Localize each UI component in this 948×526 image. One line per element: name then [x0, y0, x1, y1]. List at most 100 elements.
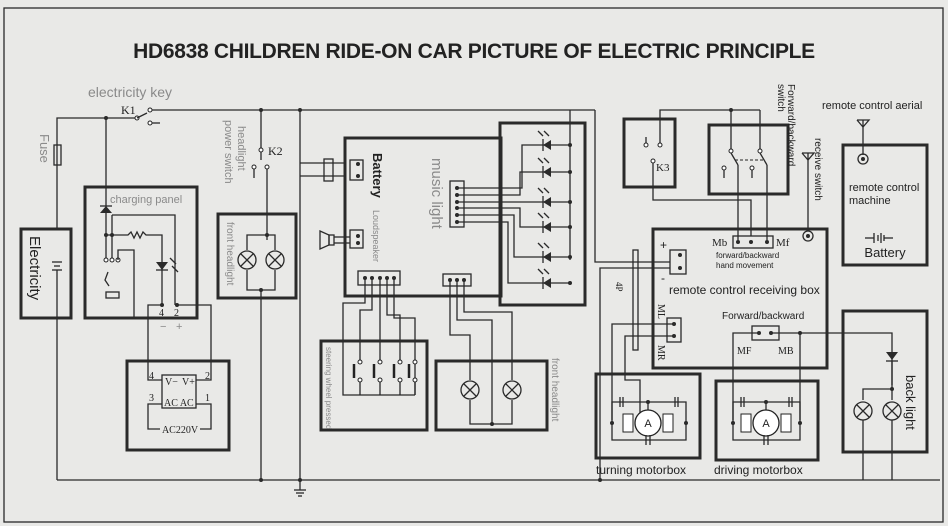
electricity-key-label: electricity key: [88, 84, 172, 100]
front-headlight-box: [216, 212, 298, 300]
fb-hand-label-1: forward/backward: [716, 251, 779, 260]
remote-control-machine-box: [841, 143, 929, 267]
driving-motorbox: [714, 379, 820, 462]
front-headlight-label-2: front headlight: [549, 358, 560, 422]
plus-sign-label: +: [660, 238, 667, 252]
4p-label: 4P: [614, 282, 624, 292]
k2-label: K2: [268, 144, 283, 158]
push-button-icon: [372, 359, 383, 395]
led-icon: [537, 187, 572, 208]
4p-connector: [632, 249, 639, 351]
headlight-power-switch-label-2: power switch: [222, 120, 234, 184]
led-array: [537, 130, 572, 289]
mf-label: Mf: [776, 237, 790, 249]
transformer-box: [125, 359, 231, 452]
battery-icon: [52, 261, 62, 318]
transformer-vminus: V−: [165, 377, 178, 388]
ml-label: ML: [655, 304, 666, 319]
mr-wire: [624, 335, 674, 420]
dc-motor-icon: A: [610, 397, 688, 445]
charging-panel-label: charging panel: [110, 194, 182, 206]
transformer-pin2: 2: [205, 371, 210, 382]
remote-battery-icon: [865, 233, 893, 243]
diagram-frame: [3, 7, 944, 523]
forward-backward-switch: [721, 110, 768, 240]
mb-label: Mb: [712, 237, 728, 249]
lamp-icon: [882, 401, 902, 421]
diagram-title: HD6838 CHILDREN RIDE-ON CAR PICTURE OF E…: [133, 40, 815, 63]
steering-buttons: [352, 359, 418, 395]
led-icon: [537, 130, 572, 151]
transformer-pin4: 4: [149, 371, 154, 382]
steering-connector: [342, 270, 416, 396]
hand-movement-connector: [732, 235, 774, 249]
ac220v-label: AC220V: [162, 425, 199, 436]
led-icon: [537, 242, 572, 263]
fuse-icon: [53, 144, 62, 166]
loudspeaker-icon: [319, 229, 364, 251]
headlight-connector: [442, 273, 513, 424]
forward-backward-switch-box: [707, 123, 790, 196]
receiving-box-label: remote control receiving box: [669, 283, 820, 297]
remote-machine-label-1: remote control: [849, 182, 919, 194]
aerial-socket-icon: [857, 153, 869, 165]
plus-label: +: [176, 321, 182, 333]
charging-circuit: [100, 118, 179, 318]
music-light-label: music light: [428, 158, 445, 230]
power-connector: [669, 249, 687, 275]
led-connector: [449, 144, 540, 284]
transformer-vplus: V+: [182, 377, 195, 388]
k3-label: K3: [656, 162, 670, 174]
push-button-icon: [407, 359, 418, 395]
back-light-box: [841, 309, 929, 454]
mf-wire: [732, 332, 759, 420]
steering-wheel-pressed-label: steering wheel pressed: [324, 347, 333, 429]
receiver-plus-wire: [594, 110, 670, 263]
motor-lr-connector: [666, 317, 682, 343]
led-icon: [537, 157, 572, 178]
headlight-power-switch-label-1: headlight: [235, 126, 247, 171]
battery-connector: [300, 158, 364, 182]
front-headlight-box-2: [434, 359, 549, 432]
led-box: [498, 121, 587, 307]
front-headlight-label: front headlight: [224, 222, 235, 286]
dc-motor-icon: A: [731, 397, 802, 445]
remote-receiving-box: [651, 227, 829, 370]
battery-label: Battery: [370, 153, 385, 199]
turning-motorbox: [594, 372, 702, 460]
electricity-label: Electricity: [26, 236, 43, 301]
k1-label: K1: [121, 103, 136, 117]
aerial-icon: [856, 119, 871, 155]
pin-2-label: 2: [174, 308, 179, 319]
pin-4-label: 4: [159, 308, 164, 319]
receive-socket-icon: [802, 230, 814, 242]
fb-switch-label-2: switch: [775, 84, 786, 112]
mb-wire: [771, 332, 893, 385]
k2-switch: [251, 108, 270, 240]
transformer-wiring: [147, 304, 212, 430]
lamp-icon: [265, 250, 285, 270]
ml-wire: [611, 323, 674, 420]
fb-switch-label-1: Forward/backward: [785, 84, 796, 166]
music-light-box: [343, 136, 503, 298]
ground-icon: [294, 110, 306, 497]
back-light-label: back light: [903, 375, 918, 430]
MF-label: MF: [737, 346, 752, 357]
transformer-pin1: 1: [205, 393, 210, 404]
lamp-icon: [460, 380, 480, 400]
receive-switch-label: receive switch: [812, 138, 823, 201]
receiver-minus-wire: [599, 267, 670, 480]
push-button-icon: [352, 359, 363, 395]
led-icon: [537, 268, 572, 289]
lamp-icon: [853, 401, 873, 421]
steering-wheel-box: [319, 339, 429, 432]
svg-text:A: A: [644, 418, 652, 430]
svg-text:A: A: [762, 418, 770, 430]
led-icon: [537, 212, 572, 233]
minus-label: −: [160, 321, 166, 333]
front-headlight-lamps: [246, 233, 276, 480]
driving-motorbox-label: driving motorbox: [714, 463, 803, 477]
remote-machine-label-2: machine: [849, 195, 891, 207]
